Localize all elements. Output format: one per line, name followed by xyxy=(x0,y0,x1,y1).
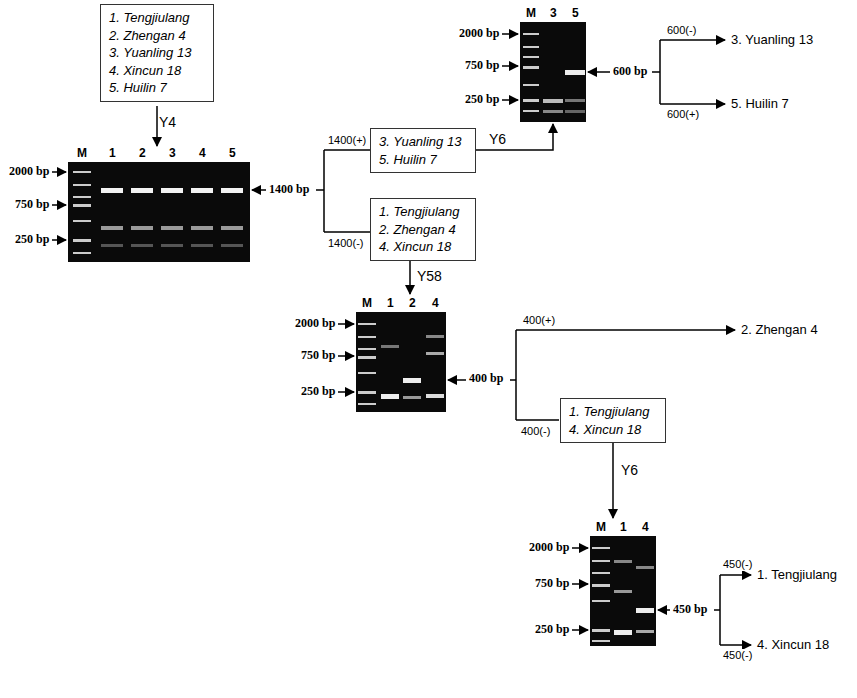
lane-label: 3 xyxy=(549,7,558,21)
size-marker: 750 bp xyxy=(300,349,336,363)
sample-box: 1. Tengjiulang2. Zhengan 44. Xincun 18 xyxy=(370,198,476,261)
sample-name: 1. Tengjiulang xyxy=(569,403,649,421)
result-name: 2. Zhengan 4 xyxy=(740,323,819,338)
sample-name: 3. Yuanling 13 xyxy=(379,133,461,151)
step-label: Y58 xyxy=(416,268,443,284)
lane-label: 5 xyxy=(571,7,580,21)
sample-name: 5. Huilin 7 xyxy=(109,79,167,97)
lane-label: M xyxy=(595,521,607,535)
size-marker: 750 bp xyxy=(464,59,500,73)
lane-label: M xyxy=(76,147,88,161)
size-marker: 750 bp xyxy=(534,577,570,591)
size-marker: 2000 bp xyxy=(458,27,500,41)
sample-name: 3. Yuanling 13 xyxy=(109,44,191,62)
gel-image xyxy=(356,312,446,412)
size-marker: 2000 bp xyxy=(8,165,50,179)
step-label: Y6 xyxy=(620,462,639,478)
lane-label: 4 xyxy=(198,147,207,161)
size-marker: 250 bp xyxy=(300,385,336,399)
result-name: 3. Yuanling 13 xyxy=(730,33,814,48)
lane-label: M xyxy=(525,7,537,21)
sample-name: 1. Tengjiulang xyxy=(379,203,459,221)
gel-image xyxy=(68,162,250,262)
lane-label: 1 xyxy=(386,297,395,311)
size-marker: 450 bp xyxy=(672,603,708,617)
size-marker: 250 bp xyxy=(534,623,570,637)
lane-label: 1 xyxy=(619,521,628,535)
branch-label: 400(+) xyxy=(522,314,556,327)
size-marker: 250 bp xyxy=(14,233,50,247)
result-name: 4. Xincun 18 xyxy=(756,638,830,653)
sample-box: 1. Tengjiulang4. Xincun 18 xyxy=(560,398,666,443)
sample-name: 1. Tengjiulang xyxy=(109,9,189,27)
sample-name: 4. Xincun 18 xyxy=(569,421,641,439)
step-label: Y4 xyxy=(158,114,177,130)
branch-label: 600(-) xyxy=(666,24,697,37)
sample-name: 5. Huilin 7 xyxy=(379,151,437,169)
sample-name: 4. Xincun 18 xyxy=(109,62,181,80)
size-marker: 750 bp xyxy=(14,198,50,212)
size-marker: 400 bp xyxy=(468,372,504,386)
lane-label: M xyxy=(361,297,373,311)
lane-label: 2 xyxy=(138,147,147,161)
lane-label: 3 xyxy=(168,147,177,161)
lane-label: 4 xyxy=(641,521,650,535)
gel-image xyxy=(590,536,656,646)
size-marker: 600 bp xyxy=(612,65,648,79)
step-label: Y6 xyxy=(488,131,507,147)
branch-label: 400(-) xyxy=(520,425,551,438)
result-name: 1. Tengjiulang xyxy=(756,568,838,583)
branch-label: 450(-) xyxy=(722,558,753,571)
branch-label: 1400(-) xyxy=(327,237,364,250)
lane-label: 5 xyxy=(228,147,237,161)
size-marker: 2000 bp xyxy=(294,317,336,331)
branch-label: 600(+) xyxy=(666,108,700,121)
sample-box: 3. Yuanling 135. Huilin 7 xyxy=(370,128,476,173)
leader-lines xyxy=(52,34,751,645)
sample-name: 2. Zhengan 4 xyxy=(109,27,186,45)
lane-label: 2 xyxy=(408,297,417,311)
result-name: 5. Huilin 7 xyxy=(730,97,790,112)
size-marker: 2000 bp xyxy=(528,541,570,555)
lane-label: 4 xyxy=(431,297,440,311)
gel-image xyxy=(520,22,586,122)
sample-name: 4. Xincun 18 xyxy=(379,238,451,256)
size-marker: 250 bp xyxy=(464,93,500,107)
branch-label: 1400(+) xyxy=(327,134,367,147)
branch-label: 450(-) xyxy=(722,649,753,662)
lane-label: 1 xyxy=(108,147,117,161)
sample-name: 2. Zhengan 4 xyxy=(379,221,456,239)
sample-box: 1. Tengjiulang2. Zhengan 43. Yuanling 13… xyxy=(100,4,214,102)
size-marker: 1400 bp xyxy=(268,183,310,197)
